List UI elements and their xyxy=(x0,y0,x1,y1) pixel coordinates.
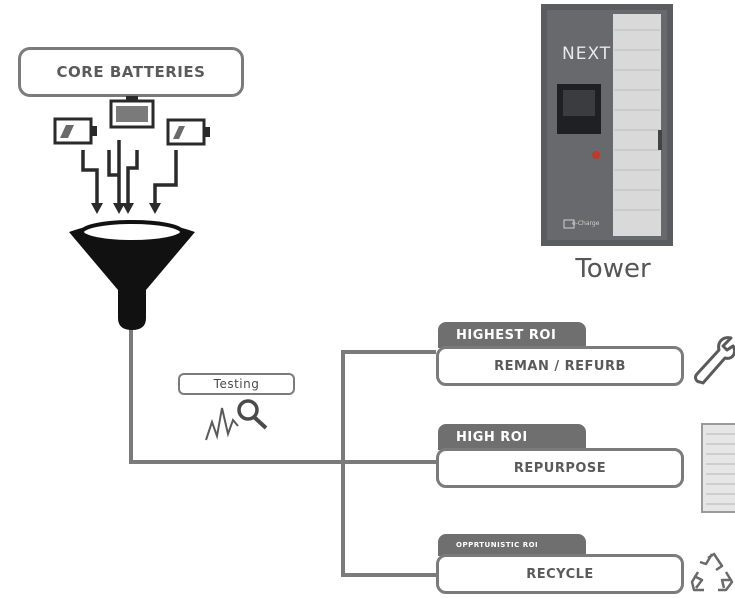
roi-tab-high: HIGH ROI xyxy=(438,424,586,450)
battery-icon-center xyxy=(108,95,160,131)
inflow-arrows xyxy=(80,140,190,220)
tower-brand-text: e-Charge xyxy=(572,220,599,227)
testing-label: Testing xyxy=(178,373,295,395)
recycle-icon xyxy=(690,552,735,596)
action-recycle: RECYCLE xyxy=(436,554,684,594)
tower-screen-text: NEXT xyxy=(562,44,611,64)
action-repurpose: REPURPOSE xyxy=(436,448,684,488)
core-batteries-label: CORE BATTERIES xyxy=(18,47,244,97)
roi-tab-opportunistic: OPPRTUNISTIC ROI xyxy=(438,534,586,556)
testing-waveform-magnifier-icon xyxy=(204,398,274,444)
action-reman-refurb: REMAN / REFURB xyxy=(436,346,684,386)
battery-cabinet-icon xyxy=(698,420,735,516)
wrench-icon xyxy=(693,334,735,386)
tower-label: Tower xyxy=(548,254,678,284)
tower-charger-image xyxy=(538,0,676,250)
roi-tab-highest: HIGHEST ROI xyxy=(438,322,586,348)
funnel-icon xyxy=(66,218,198,334)
